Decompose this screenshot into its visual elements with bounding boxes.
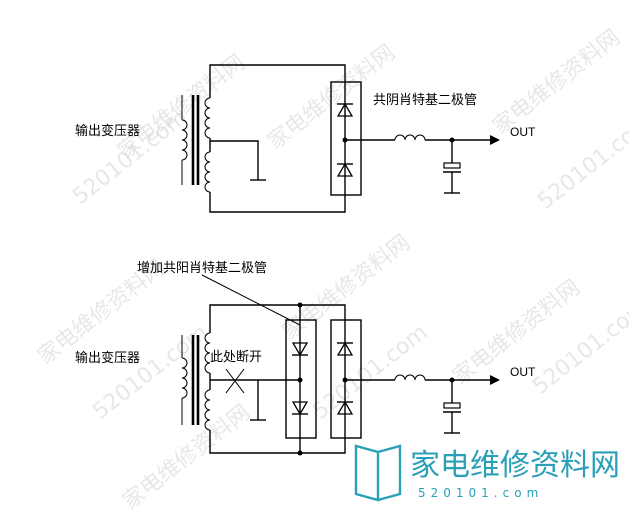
watermark-url: 520101.com — [533, 110, 629, 215]
added-diode-lower — [291, 401, 309, 416]
bottom-junction — [297, 377, 303, 383]
bottom-junction — [297, 450, 303, 456]
top-wire — [209, 192, 346, 213]
bottom-output-label: OUT — [510, 365, 536, 379]
watermark-url: 520101.com — [68, 105, 192, 210]
top-capacitor — [443, 162, 461, 169]
bottom-junction — [297, 302, 303, 308]
bottom-secondary-coil-lower — [204, 389, 211, 431]
watermark-url: 520101.com — [308, 320, 432, 425]
top-center-tap — [210, 140, 259, 180]
bottom-primary-coil — [181, 357, 188, 399]
logo-url: 520101.com — [418, 486, 543, 500]
top-circuit: 输出变压器 共阴肖特基二极管 OUT — [75, 64, 536, 213]
added-diode-leader — [201, 274, 301, 326]
top-inductor — [394, 134, 426, 141]
watermark-text: 家电维修资料网 — [278, 230, 415, 345]
bottom-circuit: 增加共阳肖特基二极管 输出变压器 此处断开 — [75, 261, 536, 456]
top-diode-label: 共阴肖特基二极管 — [373, 93, 477, 108]
bottom-capacitor — [443, 402, 461, 409]
bottom-secondary-coil-upper — [204, 332, 211, 374]
top-wire — [209, 64, 346, 98]
bottom-output-arrow — [490, 375, 500, 385]
watermark-text: 家电维修资料网 — [118, 400, 255, 515]
bottom-diode-upper — [336, 341, 354, 356]
watermark-text: 家电维修资料网 — [488, 25, 625, 140]
top-output-arrow — [490, 135, 500, 145]
top-diode-upper — [336, 102, 354, 117]
top-secondary-coil-upper — [204, 97, 211, 139]
top-primary-coil — [181, 119, 188, 161]
top-diode-package — [330, 81, 362, 196]
book-icon — [354, 444, 402, 502]
added-diode-upper — [291, 342, 309, 357]
top-transformer-label: 输出变压器 — [75, 123, 140, 139]
bottom-transformer-label: 输出变压器 — [75, 350, 140, 366]
added-diode-label: 增加共阳肖特基二极管 — [137, 261, 267, 276]
break-mark — [225, 368, 245, 394]
top-output-label: OUT — [510, 125, 536, 139]
bottom-diode-lower — [336, 400, 354, 415]
break-label: 此处断开 — [210, 350, 262, 365]
site-logo: 家电维修资料网 520101.com — [354, 444, 620, 502]
bottom-wire — [209, 430, 346, 454]
bottom-diode-package — [330, 319, 362, 439]
added-diode-package — [285, 319, 317, 439]
top-secondary-coil-lower — [204, 151, 211, 193]
logo-site-name: 家电维修资料网 — [410, 448, 620, 483]
bottom-wire — [209, 304, 346, 333]
bottom-inductor — [394, 374, 426, 381]
top-diode-lower — [336, 162, 354, 177]
